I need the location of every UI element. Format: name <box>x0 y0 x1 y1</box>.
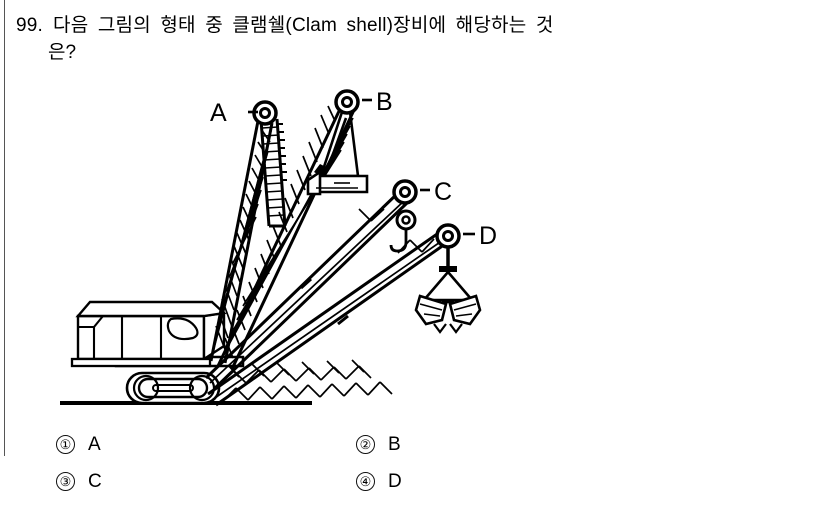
crane-house-body <box>70 300 227 368</box>
callout-c-label: C <box>434 178 452 206</box>
question-line-1: 99. 다음 그림의 형태 중 클램쉘(Clam shell)장비에 해당하는 … <box>16 12 796 39</box>
question-number: 99. <box>16 15 44 36</box>
boom-d-sheave <box>435 223 461 249</box>
option-3[interactable]: ③ C <box>56 472 356 491</box>
clamshell-bucket <box>414 266 482 334</box>
callout-d-label: D <box>479 222 497 250</box>
option-4-label: D <box>388 471 402 492</box>
option-3-label: C <box>88 471 102 492</box>
option-4-marker: ④ <box>356 472 375 491</box>
option-1-marker: ① <box>56 435 75 454</box>
crane-attachment-figure: A <box>58 76 578 421</box>
boom-d-attachment: D <box>207 222 497 407</box>
callout-b-label: B <box>376 88 393 116</box>
option-2-label: B <box>388 434 401 455</box>
answer-options: ① A ② B ③ C ④ D <box>56 426 676 500</box>
boom-b-sheave <box>334 89 360 115</box>
boom-a-attachment: A <box>209 99 287 364</box>
option-2[interactable]: ② B <box>356 435 401 454</box>
question-block: 99. 다음 그림의 형태 중 클램쉘(Clam shell)장비에 해당하는 … <box>16 12 796 66</box>
page-left-rule <box>4 0 5 456</box>
question-text-line-1: 다음 그림의 형태 중 클램쉘(Clam shell)장비에 해당하는 것 <box>53 15 554 36</box>
option-row-1: ① A ② B <box>56 426 676 463</box>
boom-c-sheave <box>392 179 418 205</box>
option-1[interactable]: ① A <box>56 435 356 454</box>
boom-b-attachment: B <box>216 88 393 370</box>
option-row-2: ③ C ④ D <box>56 463 676 500</box>
option-4[interactable]: ④ D <box>356 472 402 491</box>
question-text-line-2: 은? <box>48 42 77 63</box>
option-1-label: A <box>88 434 101 455</box>
option-2-marker: ② <box>356 435 375 454</box>
callout-a-label: A <box>210 99 227 127</box>
dragline-bucket <box>306 164 369 196</box>
option-3-marker: ③ <box>56 472 75 491</box>
